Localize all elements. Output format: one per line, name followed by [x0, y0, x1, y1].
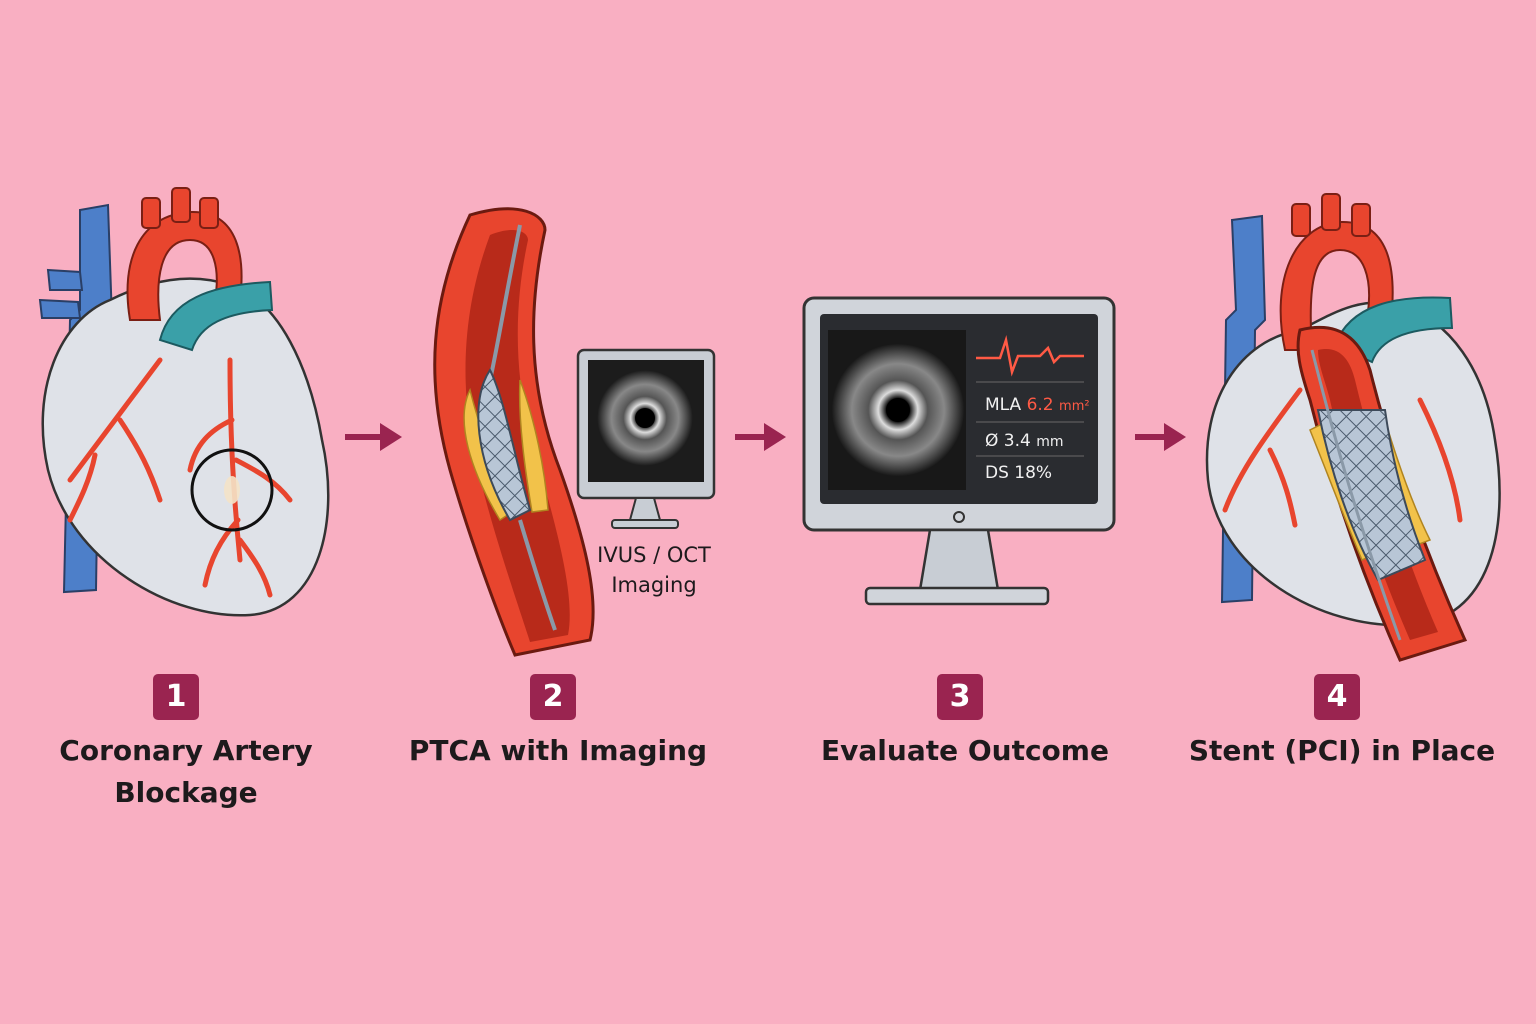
artery-balloon-icon	[433, 207, 595, 657]
diameter-value: 3.4	[1003, 431, 1031, 451]
step-1-label-line2: Blockage	[114, 776, 258, 809]
mla-label: MLA	[985, 395, 1022, 415]
imaging-label-line2: Imaging	[611, 573, 697, 597]
step-4-badge: 4	[1314, 674, 1360, 720]
mla-unit: mm²	[1059, 399, 1090, 414]
imaging-label-line1: IVUS / OCT	[597, 543, 711, 567]
step-3-label: Evaluate Outcome	[821, 734, 1109, 767]
step-1-label: Coronary Artery Blockage	[36, 730, 336, 814]
step-2-badge: 2	[530, 674, 576, 720]
step-1-badge: 1	[153, 674, 199, 720]
diameter-readout: Ø 3.4 mm	[985, 430, 1064, 453]
step-2-label: PTCA with Imaging	[408, 734, 708, 767]
heart-icon	[38, 187, 330, 617]
arrow-right-icon	[1135, 423, 1186, 451]
ds-value: 18%	[1014, 463, 1053, 483]
diameter-label: Ø	[985, 431, 999, 451]
ds-label: DS	[985, 463, 1009, 483]
diameter-unit: mm	[1036, 434, 1064, 450]
ivus-monitor-icon	[576, 348, 716, 529]
imaging-label: IVUS / OCT Imaging	[584, 540, 724, 600]
mla-value: 6.2	[1026, 395, 1054, 415]
arrow-right-icon	[735, 423, 786, 451]
step-3-badge: 3	[937, 674, 983, 720]
stented-heart-icon	[1205, 193, 1501, 662]
step-1-label-line1: Coronary Artery	[59, 734, 313, 767]
mla-readout: MLA 6.2 mm²	[985, 394, 1090, 418]
ds-readout: DS 18%	[985, 462, 1052, 484]
step-4-label: Stent (PCI) in Place	[1188, 734, 1496, 767]
arrow-right-icon	[345, 423, 402, 451]
evaluation-monitor-icon	[802, 296, 1116, 606]
